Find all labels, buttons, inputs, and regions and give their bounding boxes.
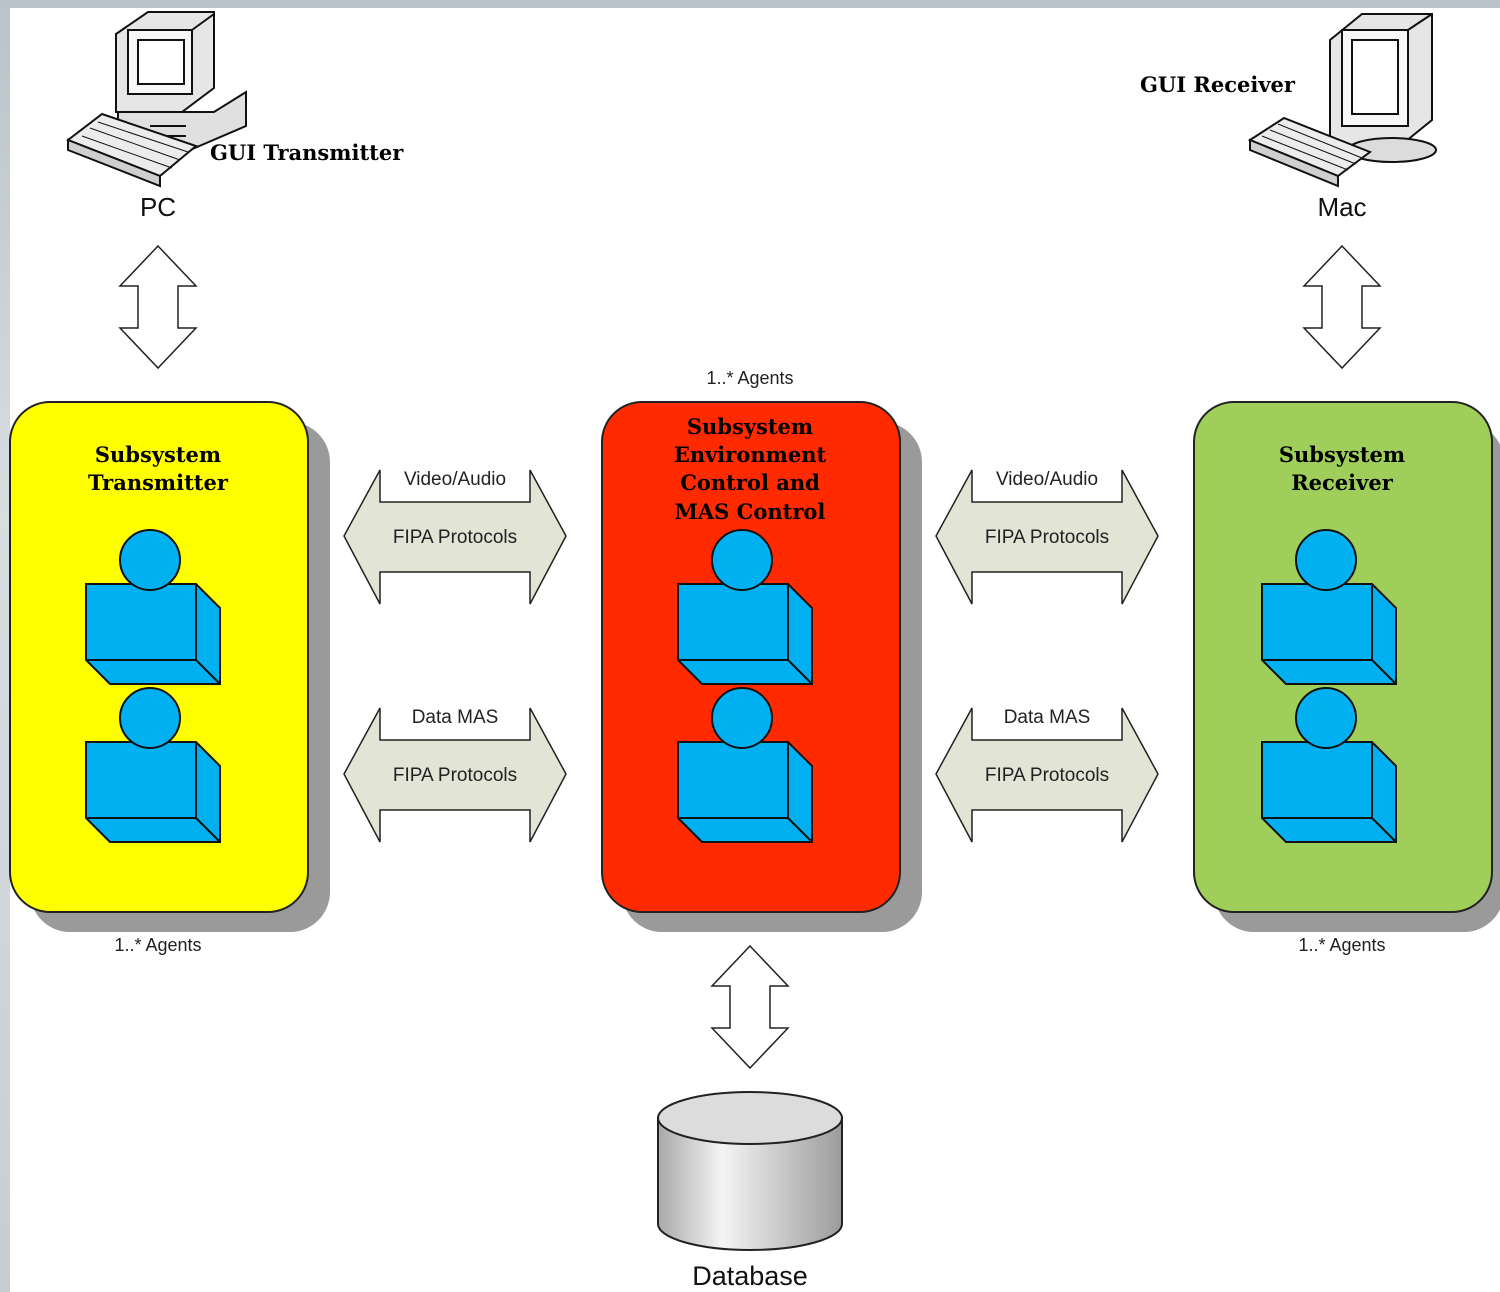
- gui-receiver-label: GUI Receiver: [1140, 72, 1296, 97]
- agent-icon: [1261, 529, 1397, 685]
- channel-left-top-protocol: FIPA Protocols: [393, 527, 517, 548]
- receiver-agents-label: 1..* Agents: [1298, 935, 1385, 955]
- channel-left-bottom: Data MAS FIPA Protocols: [343, 707, 567, 843]
- channel-right-bottom: Data MAS FIPA Protocols: [935, 707, 1159, 843]
- mac-receiver-arrow: [1302, 244, 1382, 370]
- channel-left-top-label: Video/Audio: [404, 469, 506, 490]
- channel-right-top-label: Video/Audio: [996, 469, 1098, 490]
- transmitter-title-line2: Transmitter: [88, 470, 229, 495]
- mac-computer-icon: [1247, 13, 1437, 188]
- channel-right-top: Video/Audio FIPA Protocols: [935, 469, 1159, 605]
- channel-left-top: Video/Audio FIPA Protocols: [343, 469, 567, 605]
- channel-left-bottom-protocol: FIPA Protocols: [393, 765, 517, 786]
- database-icon: [657, 1091, 843, 1251]
- channel-right-bottom-protocol: FIPA Protocols: [985, 765, 1109, 786]
- receiver-title-line1: Subsystem: [1279, 442, 1405, 467]
- agent-icon: [85, 687, 221, 843]
- control-title-line1: Subsystem: [687, 414, 813, 439]
- agent-icon: [85, 529, 221, 685]
- pc-computer-icon: [65, 11, 247, 188]
- control-title-line2: Environment: [674, 442, 827, 467]
- transmitter-title-line1: Subsystem: [95, 442, 221, 467]
- control-title-line3: Control and: [680, 470, 820, 495]
- agent-icon: [677, 529, 813, 685]
- database-label: Database: [692, 1261, 808, 1291]
- gui-transmitter-label: GUI Transmitter: [210, 140, 404, 165]
- control-agents-label: 1..* Agents: [706, 368, 793, 388]
- agent-figures: [85, 529, 1397, 843]
- transmitter-agents-label: 1..* Agents: [114, 935, 201, 955]
- agent-icon: [677, 687, 813, 843]
- pc-label: PC: [140, 192, 176, 222]
- receiver-title-line2: Receiver: [1291, 470, 1394, 495]
- control-title-line4: MAS Control: [675, 499, 826, 524]
- pc-transmitter-arrow: [118, 244, 198, 370]
- channel-right-top-protocol: FIPA Protocols: [985, 527, 1109, 548]
- channel-left-bottom-label: Data MAS: [412, 707, 499, 728]
- channel-right-bottom-label: Data MAS: [1004, 707, 1091, 728]
- agent-icon: [1261, 687, 1397, 843]
- control-database-arrow: [710, 944, 790, 1070]
- mac-label: Mac: [1317, 192, 1366, 222]
